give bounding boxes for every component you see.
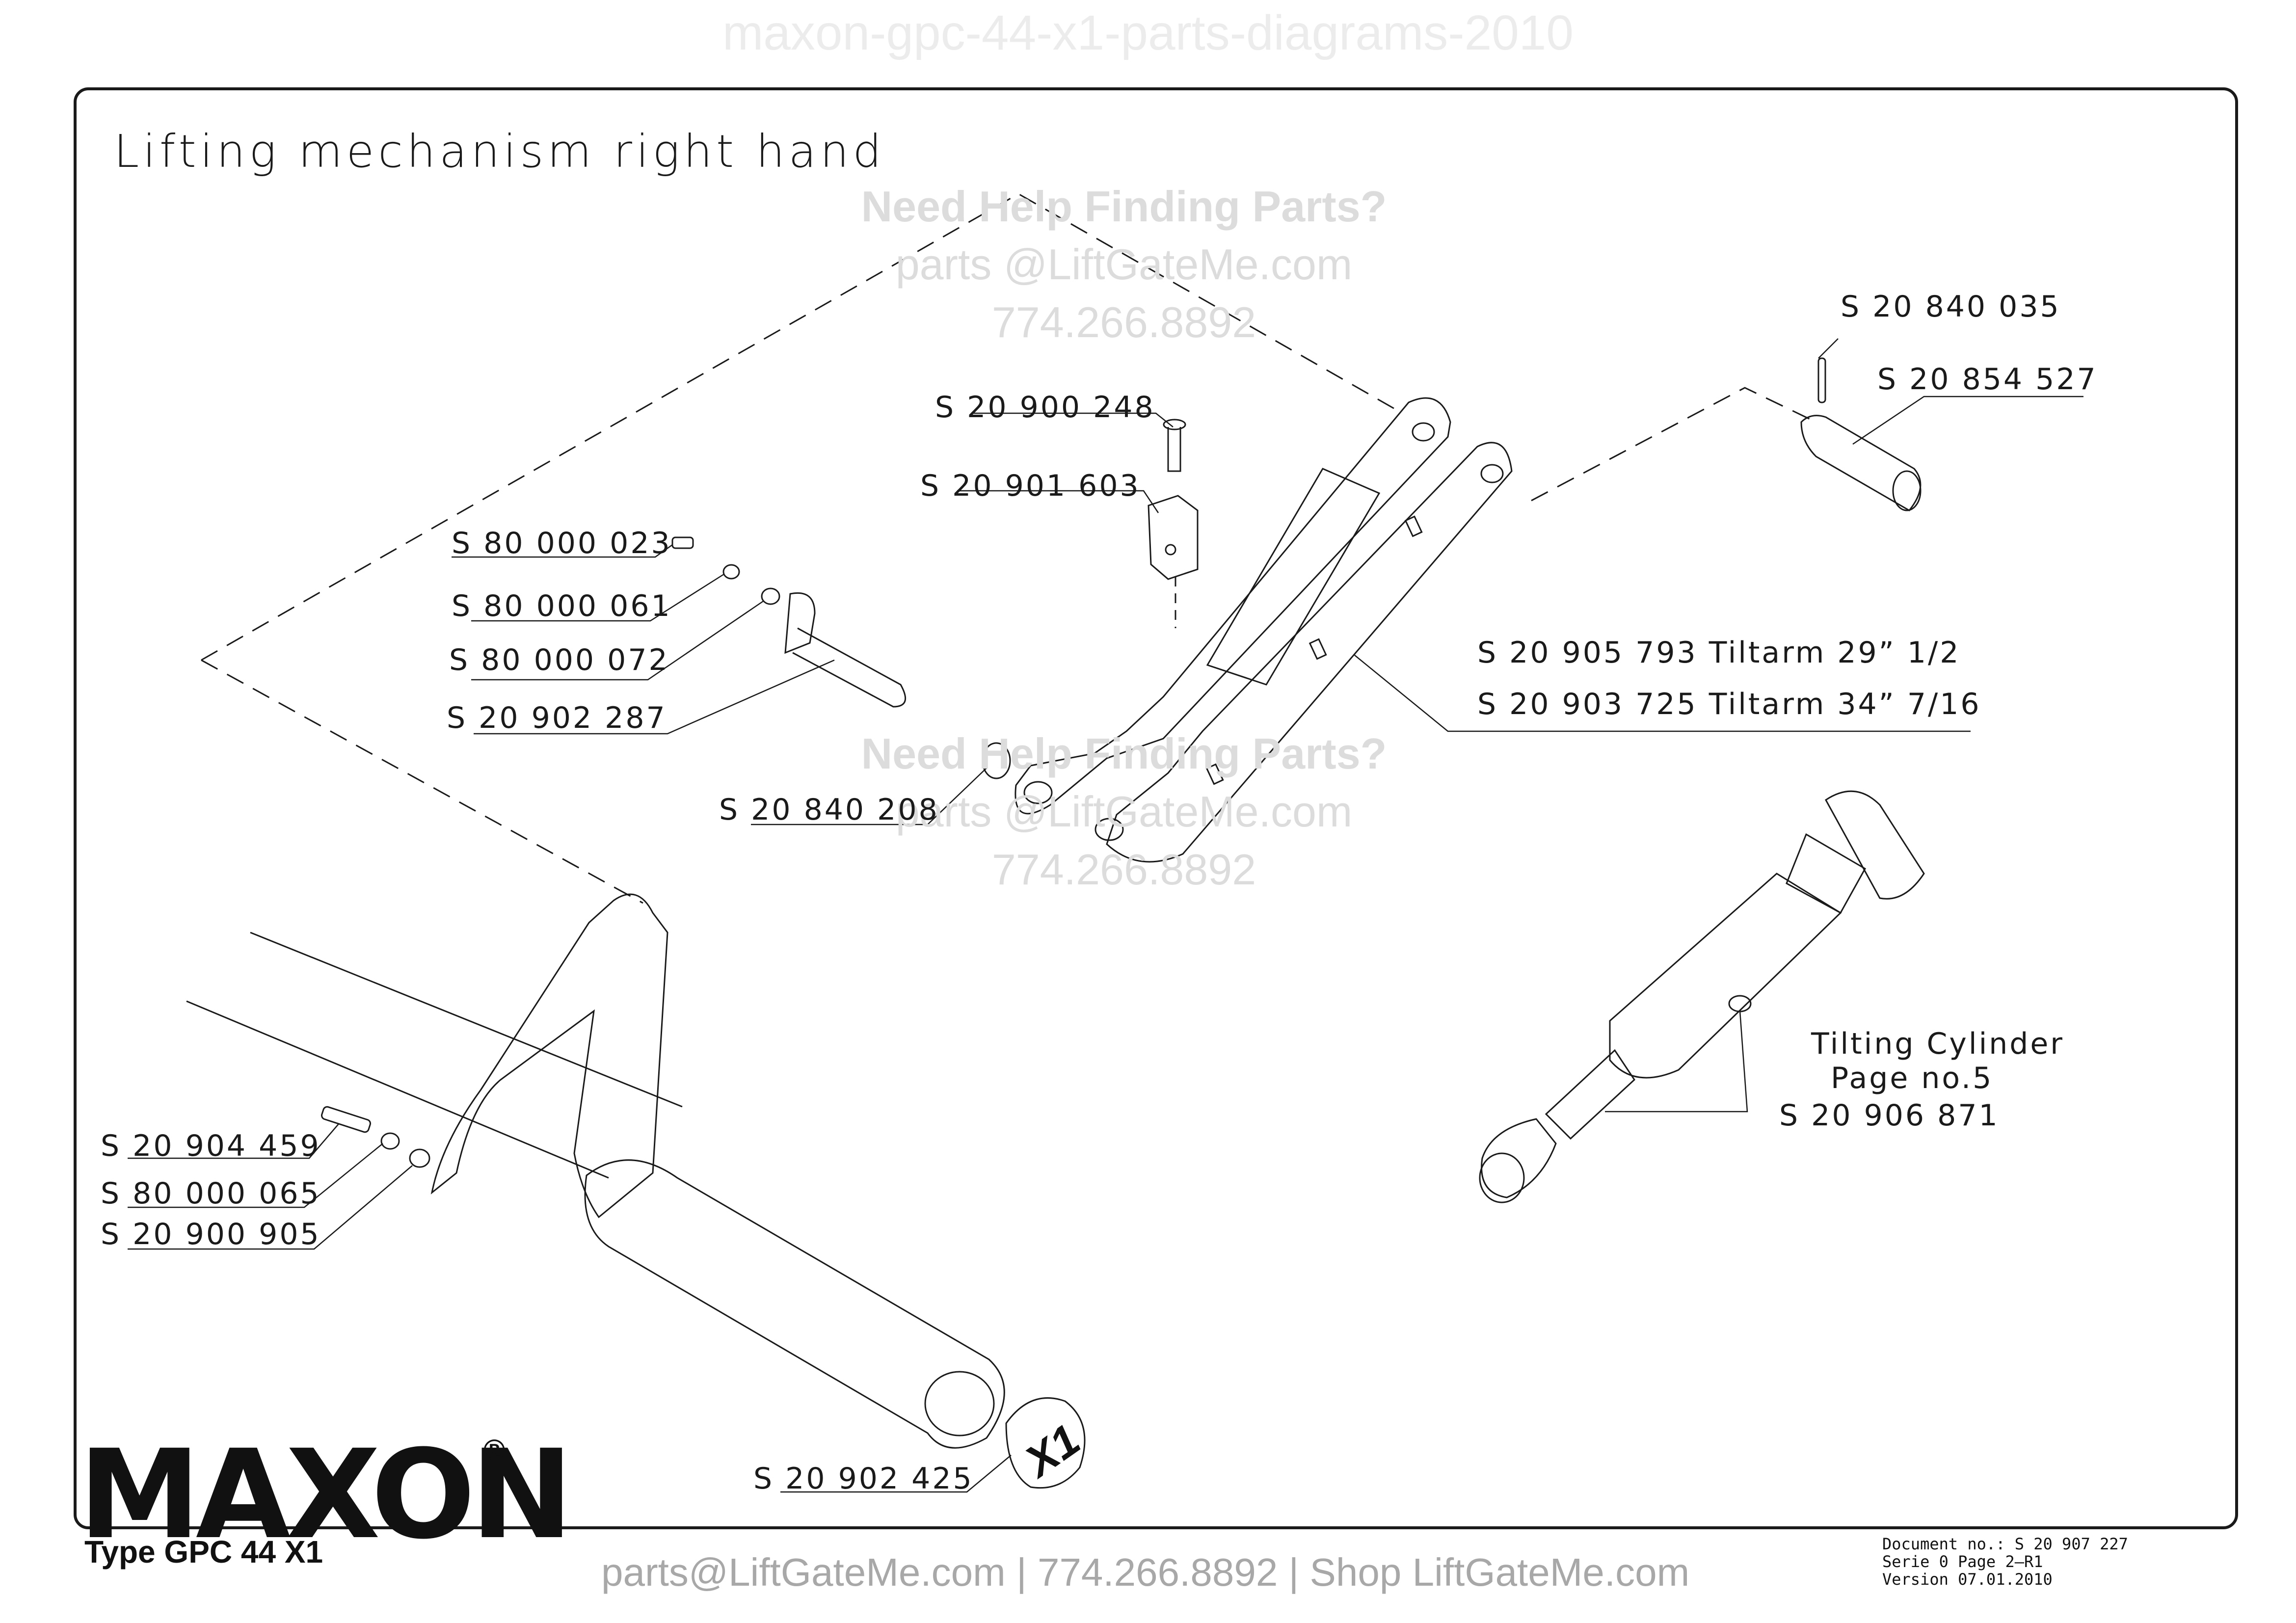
help-line-1: Need Help Finding Parts? <box>861 729 1387 778</box>
part-label-20904459: S 20 904 459 <box>101 1129 321 1163</box>
page-title: Lifting mechanism right hand <box>114 125 885 178</box>
help-line-3: 774.266.8892 <box>991 845 1256 894</box>
model-type: Type GPC 44 X1 <box>84 1534 323 1570</box>
tiltarm-drawing <box>1015 397 1513 863</box>
part-label-20840208: S 20 840 208 <box>719 793 939 827</box>
document-serie-page: Serie 0 Page 2–R1 <box>1882 1552 2043 1571</box>
part-label-80000023: S 80 000 023 <box>452 526 672 560</box>
pin-top-right-drawing <box>1800 357 1922 511</box>
part-label-20903725: S 20 903 725 Tiltarm 34” 7/16 <box>1477 687 1981 721</box>
cylinder-label-line-2: Page no.5 <box>1831 1061 1994 1095</box>
part-label-20906871: S 20 906 871 <box>1779 1098 2000 1133</box>
cylinder-label-line-1: Tilting Cylinder <box>1811 1027 2064 1061</box>
leader-lines <box>128 338 2083 1493</box>
part-label-20901603: S 20 901 603 <box>920 469 1141 503</box>
drawing-frame <box>74 87 2238 1529</box>
help-line-2: parts @LiftGateMe.com <box>895 240 1353 289</box>
top-watermark: maxon-gpc-44-x1-parts-diagrams-2010 <box>722 5 1574 60</box>
footer-contact: parts@LiftGateMe.com | 774.266.8892 | Sh… <box>601 1550 1690 1594</box>
tilting-cylinder-drawing <box>1479 790 1925 1203</box>
part-label-80000072: S 80 000 072 <box>449 643 669 677</box>
part-label-20902425: S 20 902 425 <box>753 1462 974 1496</box>
maxon-logo: MAXON <box>79 1423 573 1566</box>
main-arm-drawing <box>186 893 1086 1489</box>
part-label-20854527: S 20 854 527 <box>1877 362 2098 397</box>
part-label-20900905: S 20 900 905 <box>101 1217 321 1251</box>
part-label-80000061: S 80 000 061 <box>452 589 672 623</box>
document-version: Version 07.01.2010 <box>1882 1570 2053 1589</box>
part-label-20840035: S 20 840 035 <box>1841 290 2061 324</box>
document-info: Document no.: S 20 907 227 Serie 0 Page … <box>1882 1535 2128 1588</box>
registered-mark: ® <box>483 1434 506 1466</box>
help-line-1: Need Help Finding Parts? <box>861 182 1387 231</box>
help-line-3: 774.266.8892 <box>991 298 1256 346</box>
part-label-20900248: S 20 900 248 <box>935 390 1155 425</box>
help-line-2: parts @LiftGateMe.com <box>895 787 1353 836</box>
dashed-assembly-lines <box>201 193 1816 904</box>
part-label-20905793: S 20 905 793 Tiltarm 29” 1/2 <box>1477 636 1961 670</box>
part-label-20902287: S 20 902 287 <box>447 701 667 735</box>
pin-assembly-drawing <box>671 536 1011 779</box>
help-watermark-top: Need Help Finding Parts? parts @LiftGate… <box>849 182 1399 347</box>
document-number: Document no.: S 20 907 227 <box>1882 1535 2128 1553</box>
bolt-clevis-drawing <box>1148 419 1199 628</box>
part-label-80000065: S 80 000 065 <box>101 1176 321 1211</box>
help-watermark-middle: Need Help Finding Parts? parts @LiftGate… <box>849 729 1399 895</box>
